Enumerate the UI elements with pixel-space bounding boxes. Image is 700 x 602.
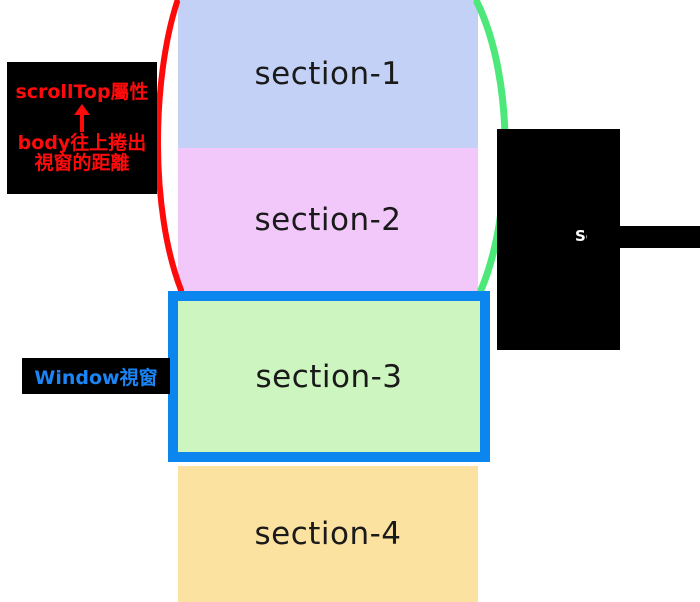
scrolltop-annotation-line-1: scrollTop屬性 (15, 81, 149, 104)
section-3-block: section-3 (178, 301, 480, 452)
window-viewport-frame: section-3 (168, 291, 490, 462)
up-arrow-icon (11, 103, 153, 133)
window-annotation: Window視窗 (22, 358, 170, 394)
window-annotation-label: Window視窗 (34, 366, 158, 389)
section-1-block: section-1 (178, 0, 478, 148)
section-4-block: section-4 (178, 466, 478, 602)
section-3-label: section-3 (255, 358, 403, 395)
scrolltop-annotation: scrollTop屬性 body往上捲出 視窗的距離 (7, 62, 157, 194)
section-2-label: section-2 (254, 202, 402, 238)
section-2-block: section-2 (178, 148, 478, 292)
scroll-height-annotation: Sc (497, 129, 700, 350)
section-4-label: section-4 (254, 516, 402, 552)
section-1-label: section-1 (254, 56, 402, 92)
redaction-bar (587, 226, 700, 248)
scrolltop-annotation-line-2: body往上捲出 (17, 131, 147, 154)
scrolltop-annotation-line-3: 視窗的距離 (34, 152, 130, 175)
